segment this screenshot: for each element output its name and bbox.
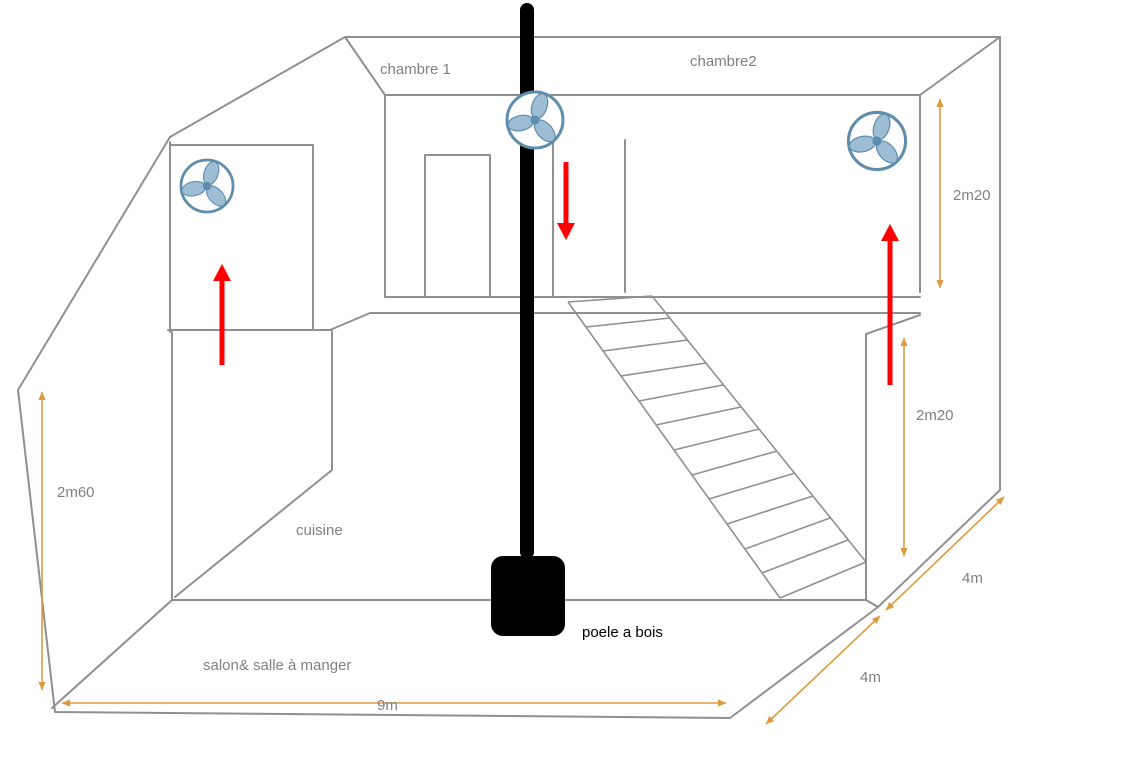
staircase — [567, 295, 867, 600]
dimension-arrow-depth-lower — [765, 615, 881, 725]
fan-icon-right — [846, 110, 908, 172]
label-cuisine: cuisine — [296, 522, 343, 539]
fan-icon-top — [505, 90, 565, 150]
airflow-arrows — [213, 162, 899, 385]
label-dim-depth-upper: 4m — [962, 570, 983, 587]
label-dim-width: 9m — [377, 697, 398, 714]
label-dim-left-wall: 2m60 — [57, 484, 95, 501]
fan-icon-left — [179, 158, 235, 214]
label-dim-ground-right: 2m20 — [916, 407, 954, 424]
interior-walls — [51, 36, 1001, 709]
label-stove: poele a bois — [582, 624, 663, 641]
dimension-arrow-depth-upper — [885, 496, 1005, 611]
staircase-steps — [567, 295, 867, 599]
label-dim-depth-lower: 4m — [860, 669, 881, 686]
dimension-arrows — [38, 98, 1005, 725]
label-chambre1: chambre 1 — [380, 61, 451, 78]
staircase-stringers — [567, 295, 867, 600]
house-outline — [17, 36, 1001, 719]
label-dim-upstairs-right: 2m20 — [953, 187, 991, 204]
label-salon: salon& salle à manger — [203, 657, 351, 674]
label-chambre2: chambre2 — [690, 53, 757, 70]
wood-stove — [491, 556, 565, 636]
